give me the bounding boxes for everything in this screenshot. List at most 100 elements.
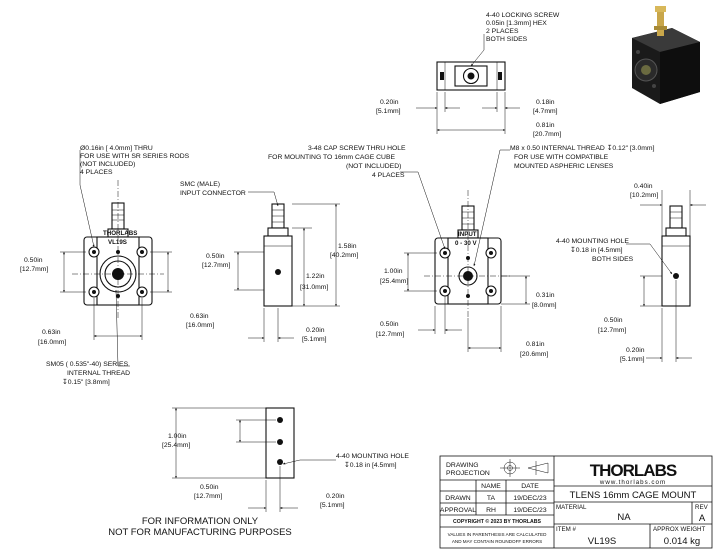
drawn-label: DRAWN xyxy=(445,495,471,502)
weight-label: APPROX WEIGHT xyxy=(653,526,705,533)
back-part-voltage: 0 - 30 V xyxy=(455,240,478,247)
dim-right-020-mm: [5.1mm] xyxy=(620,356,645,363)
thru-note-2: FOR USE WITH SR SERIES RODS xyxy=(80,153,190,160)
m8-note-1: M8 x 0.50 INTERNAL THREAD ↧0.12" [3.0mm] xyxy=(510,144,655,152)
smc-note-2: INPUT CONNECTOR xyxy=(180,190,246,197)
dim-top-081-in: 0.81in xyxy=(536,122,555,129)
approval-label: APPROVAL xyxy=(440,507,476,514)
dim-back-050-mm: [12.7mm] xyxy=(376,331,404,338)
smc-note-1: SMC (MALE) xyxy=(180,181,220,188)
projection-label-1: DRAWING xyxy=(446,462,479,469)
thru-note-3: (NOT INCLUDED) xyxy=(80,161,135,168)
dim-right-050-mm: [12.7mm] xyxy=(598,327,626,334)
item-value: VL19S xyxy=(588,536,617,547)
sm05-note-1: SM05 ( 0.535"-40) SERIES xyxy=(46,361,129,368)
dim-back-050-in: 0.50in xyxy=(380,321,399,328)
projection-label-2: PROJECTION xyxy=(446,470,490,477)
website: www.thorlabs.com xyxy=(599,479,666,486)
col-name-header: NAME xyxy=(481,483,501,490)
cap-screw-note-4: 4 PLACES xyxy=(372,172,405,179)
dim-bot-020-in: 0.20in xyxy=(326,493,345,500)
m8-note-3: MOUNTED ASPHERIC LENSES xyxy=(514,163,614,170)
right-side-view xyxy=(626,190,706,362)
dim-right-040-in: 0.40in xyxy=(634,183,653,190)
bottom-mount-note-1: 4-40 MOUNTING HOLE xyxy=(336,453,409,460)
dim-front-063a-mm: [16.0mm] xyxy=(38,339,66,346)
disclaimer-line-2: NOT FOR MANUFACTURING PURPOSES xyxy=(108,527,292,538)
rev-label: REV xyxy=(695,504,709,511)
bottom-view xyxy=(172,407,336,512)
dim-front-063b-in: 0.63in xyxy=(190,313,209,320)
m8-note-2: FOR USE WITH COMPATIBLE xyxy=(514,154,609,161)
dim-bot-100-mm: [25.4mm] xyxy=(162,442,190,449)
thru-note-1: Ø0.16in [ 4.0mm] THRU xyxy=(80,145,153,152)
dim-side-158-in: 1.58in xyxy=(338,243,357,250)
top-view xyxy=(416,34,520,134)
locking-screw-note-3: 2 PLACES xyxy=(486,28,519,35)
back-part-input: INPUT xyxy=(458,231,477,238)
dim-bot-050-in: 0.50in xyxy=(200,484,219,491)
product-photo xyxy=(632,6,700,104)
dim-right-020-in: 0.20in xyxy=(626,347,645,354)
dim-side-020-in: 0.20in xyxy=(306,327,325,334)
dim-front-050-in: 0.50in xyxy=(24,257,43,264)
locking-screw-note-4: BOTH SIDES xyxy=(486,36,528,43)
cap-screw-note-2: FOR MOUNTING TO 16mm CAGE CUBE xyxy=(268,154,395,161)
front-part-model: VL19S xyxy=(108,239,127,246)
dim-side-122-mm: [31.0mm] xyxy=(300,284,328,291)
values-note-1: VALUES IN PARENTHESIS ARE CALCULATED xyxy=(448,532,547,537)
dim-bot-100-in: 1.00in xyxy=(168,433,187,440)
material-label: MATERIAL xyxy=(556,504,587,511)
locking-screw-note-1: 4-40 LOCKING SCREW xyxy=(486,12,560,19)
dim-back-031-mm: [8.0mm] xyxy=(532,302,557,309)
thru-note-4: 4 PLACES xyxy=(80,169,113,176)
dim-side-122-in: 1.22in xyxy=(306,273,325,280)
dim-top-081-mm: [20.7mm] xyxy=(533,131,561,138)
bottom-mount-note-2: ↧0.18 in [4.5mm] xyxy=(344,461,397,469)
dim-front-063a-in: 0.63in xyxy=(42,329,61,336)
dim-side-020-mm: [5.1mm] xyxy=(302,336,327,343)
dim-side-050-in: 0.50in xyxy=(206,253,225,260)
side-mount-note-1: 4-40 MOUNTING HOLE xyxy=(556,238,629,245)
drawn-date: 19/DEC/23 xyxy=(513,495,546,502)
side-view xyxy=(234,191,340,342)
dim-side-158-mm: [40.2mm] xyxy=(330,252,358,259)
dim-bot-050-mm: [12.7mm] xyxy=(194,493,222,500)
dim-back-100-mm: [25.4mm] xyxy=(380,278,408,285)
back-view: INPUT 0 - 30 V xyxy=(400,149,530,352)
approval-date: 19/DEC/23 xyxy=(513,507,546,514)
rev-value: A xyxy=(699,513,706,524)
side-mount-note-3: BOTH SIDES xyxy=(592,256,634,263)
sm05-note-2: INTERNAL THREAD xyxy=(67,370,130,377)
approval-name: RH xyxy=(486,507,496,514)
front-view: THORLABS VL19S xyxy=(60,150,172,367)
dim-side-050-mm: [12.7mm] xyxy=(202,262,230,269)
dim-right-050-in: 0.50in xyxy=(604,317,623,324)
disclaimer-line-1: FOR INFORMATION ONLY xyxy=(142,516,259,527)
dim-top-018-mm: [4.7mm] xyxy=(533,108,558,115)
dim-back-081-mm: [20.6mm] xyxy=(520,351,548,358)
dim-front-063b-mm: [16.0mm] xyxy=(186,322,214,329)
side-mount-note-2: ↧0.18 in [4.5mm] xyxy=(570,246,623,254)
title-block xyxy=(439,455,713,549)
cap-screw-note-3: (NOT INCLUDED) xyxy=(346,163,401,170)
weight-value: 0.014 kg xyxy=(664,536,700,547)
dim-top-018-in: 0.18in xyxy=(536,99,555,106)
copyright: COPYRIGHT © 2023 BY THORLABS xyxy=(453,518,541,525)
cap-screw-note-1: 3-48 CAP SCREW THRU HOLE xyxy=(308,145,406,152)
dim-bot-020-mm: [5.1mm] xyxy=(320,502,345,509)
values-note-2: AND MAY CONTAIN ROUNDOFF ERRORS xyxy=(452,539,542,544)
dim-top-020-in: 0.20in xyxy=(380,99,399,106)
dim-front-050-mm: [12.7mm] xyxy=(20,266,48,273)
dim-right-040-mm: [10.2mm] xyxy=(630,192,658,199)
locking-screw-note-2: 0.05in [1.3mm] HEX xyxy=(486,20,547,27)
drawing-title: TLENS 16mm CAGE MOUNT xyxy=(570,490,697,501)
dim-back-031-in: 0.31in xyxy=(536,292,555,299)
drawn-name: TA xyxy=(487,495,496,502)
front-part-brand: THORLABS xyxy=(103,230,137,237)
dim-top-020-mm: [5.1mm] xyxy=(376,108,401,115)
dim-back-081-in: 0.81in xyxy=(526,341,545,348)
col-date-header: DATE xyxy=(521,483,539,490)
sm05-note-3: ↧0.15" [3.8mm] xyxy=(62,378,110,386)
